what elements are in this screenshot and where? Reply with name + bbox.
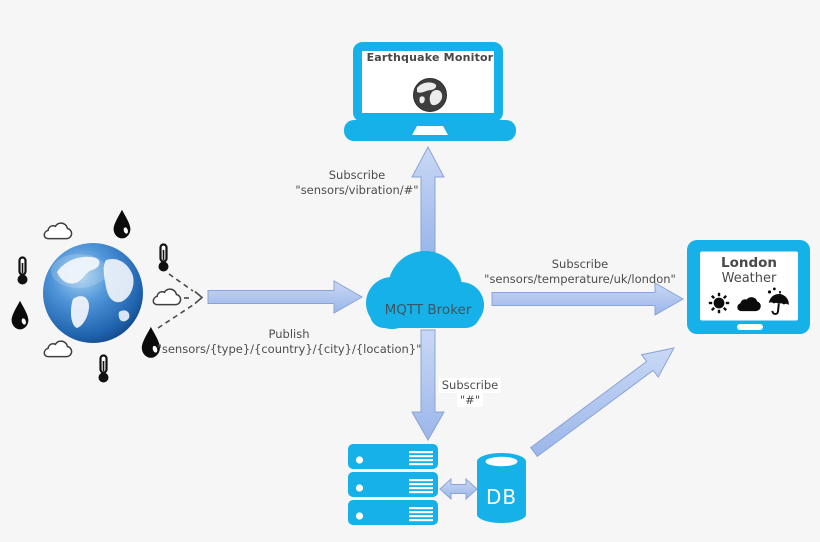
db-label: DB [485,485,518,509]
mqtt-broker-label: MQTT Broker [384,302,472,318]
water-drop-icon [11,300,29,330]
globe-monitor-icon [413,78,447,112]
sensor-dashed-connectors [157,273,204,329]
label-subscribe-temperature: Subscribe "sensors/temperature/uk/london… [470,257,690,286]
db-cylinder [477,453,526,523]
server-stack [348,444,438,525]
server-unit [348,444,438,469]
london-weather-title: London Weather [700,255,798,287]
subscribe-all-arrow [411,329,445,442]
label-topic: "sensors/{type}/{country}/{city}/{locati… [156,341,422,356]
label-subscribe-all: Subscribe "#" [410,378,530,407]
sun-icon [708,292,730,314]
thermometer-icon [97,354,110,384]
label-topic: "#" [456,392,484,407]
laptop [344,42,516,141]
label-action: Subscribe [551,257,609,271]
label-publish: Publish "sensors/{type}/{country}/{city}… [154,327,424,356]
db-to-weather-arrow [529,347,675,458]
trackpad-notch [412,126,448,135]
subscribe-temperature-arrow [491,282,685,316]
cloud-sensor-icon [43,340,73,358]
earth-globe [43,243,143,343]
mqtt-broker-cloud [366,251,484,329]
cloud-sensor-icon [43,222,73,240]
publish-arrow [207,280,364,314]
home-button [737,324,763,330]
subscribe-vibration-arrow [411,145,445,253]
server-db-arrow [439,477,478,501]
label-action: Subscribe [438,378,502,393]
tablet-city: London [720,255,778,271]
label-topic: "sensors/temperature/uk/london" [484,271,676,286]
thermometer-icon [16,256,29,286]
server-unit [348,500,438,525]
label-action: Subscribe [328,168,386,182]
water-drop-icon [113,209,131,239]
earthquake-monitor-title: Earthquake Monitor [366,51,494,64]
server-unit [348,472,438,497]
tablet-subtitle: Weather [721,271,777,286]
thermometer-icon [157,243,170,273]
tablet [687,240,810,334]
label-topic: "sensors/vibration/#" [295,182,419,197]
cloud-sensor-icon [152,288,182,306]
umbrella-rain-icon [767,287,789,315]
label-subscribe-vibration: Subscribe "sensors/vibration/#" [247,168,467,197]
label-action: Publish [268,327,310,341]
